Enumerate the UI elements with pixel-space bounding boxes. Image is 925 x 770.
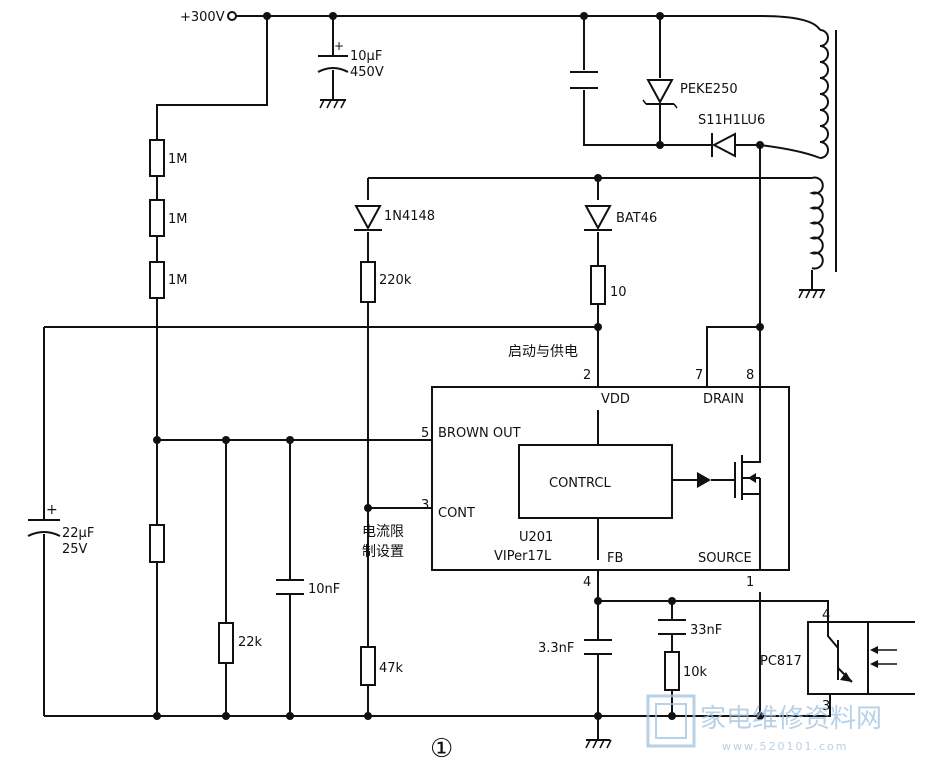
svg-text:BAT46: BAT46 [616,211,657,226]
pin-4-num: 4 [583,575,591,590]
svg-text:10μF: 10μF [350,49,382,64]
resistors: 1M 1M 1M 22k 220k 47k 10 10k [149,139,708,691]
svg-text:47k: 47k [379,661,404,676]
diode-aux: 1N4148 [354,205,435,231]
svg-text:450V: 450V [350,65,384,80]
cap-vdd: + 22μF 25V [27,502,94,557]
ic-viper17l: CONTRCL 2 VDD 7 DRAIN 8 5 BROWN OUT 3 CO… [421,368,790,590]
pin-7-num: 7 [695,368,703,383]
pin-2-num: 2 [583,368,591,383]
cap-fb: 3.3nF [538,639,612,749]
svg-text:22μF: 22μF [62,526,94,541]
svg-text:33nF: 33nF [690,623,722,638]
ic-ref: U201 [519,530,553,545]
pin-3-name: CONT [438,506,475,521]
watermark-url: www.520101.com [722,740,848,753]
watermark-text: 家电维修资料网 [700,704,882,734]
pin-2-name: VDD [601,392,630,407]
cap-brownout: 10nF [276,579,340,597]
svg-text:1N4148: 1N4148 [384,209,435,224]
svg-text:10: 10 [610,285,627,300]
cap-comp: 33nF [658,619,722,638]
junctions [153,12,764,720]
supply-terminal: +300V [180,10,237,25]
pin-5-num: 5 [421,426,429,441]
pin-8-num: 8 [746,368,754,383]
supply-label: +300V [180,10,225,25]
pin-1-num: 1 [746,575,754,590]
transformer [759,29,837,299]
svg-text:1M: 1M [168,273,188,288]
ic-part: VIPer17L [494,549,552,564]
cap-bulk: + 10μF 450V [317,39,384,109]
svg-text:+: + [334,39,344,53]
pin-5-name: BROWN OUT [438,426,521,441]
svg-text:S11H1LU6: S11H1LU6 [698,113,765,128]
svg-text:10k: 10k [683,665,708,680]
opto-pin-4: 4 [822,608,830,623]
svg-text:25V: 25V [62,542,88,557]
control-block-label: CONTRCL [549,476,611,491]
startup-annotation: 启动与供电 [508,344,578,360]
svg-text:+: + [46,502,58,518]
current-limit-annotation-1: 电流限 [362,524,404,540]
current-limit-annotation-2: 制设置 [362,544,404,560]
svg-text:1M: 1M [168,212,188,227]
diode-vdd: BAT46 [584,205,657,231]
pin-7-name: DRAIN [703,392,744,407]
pin-3-num: 3 [421,498,429,513]
svg-text:10nF: 10nF [308,582,340,597]
svg-text:220k: 220k [379,273,412,288]
svg-text:1M: 1M [168,152,188,167]
opto-ref: PC817 [760,654,802,669]
diode-tvs: PEKE250 [642,79,738,109]
diode-clamp: S11H1LU6 [698,113,765,158]
svg-text:3.3nF: 3.3nF [538,641,574,656]
svg-text:22k: 22k [238,635,263,650]
cap-rcd [570,71,598,89]
svg-text:PEKE250: PEKE250 [680,82,738,97]
opto-pin-3: 3 [822,699,830,714]
watermark: 家电维修资料网 www.520101.com [646,694,882,753]
optocoupler-pc817: PC817 4 3 [760,608,915,714]
figure-number: ① [430,734,453,764]
pin-1-name: SOURCE [698,551,752,566]
pin-4-name: FB [607,551,623,566]
